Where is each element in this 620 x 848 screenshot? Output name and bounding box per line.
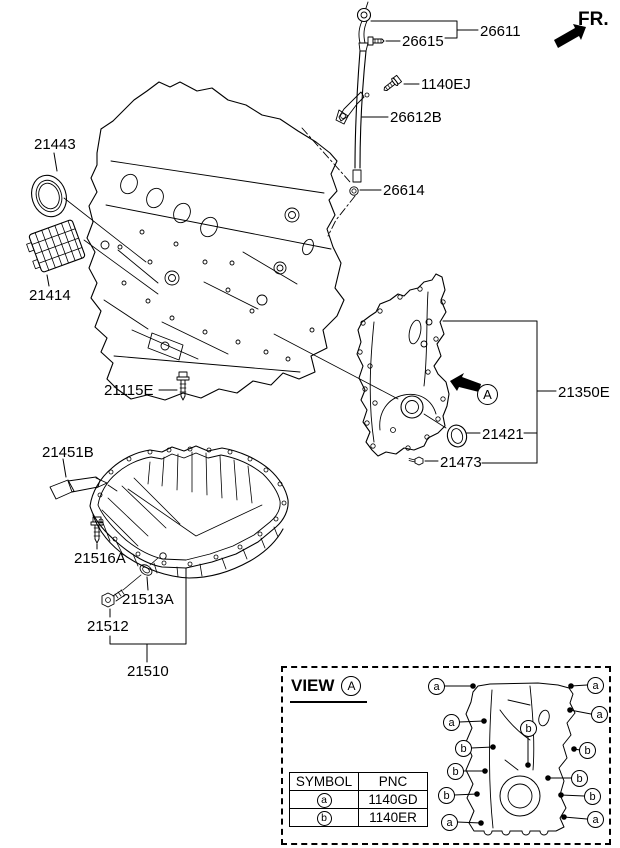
baffle-plate-drawing — [26, 219, 86, 273]
view-a-reference-badge: A — [477, 384, 498, 405]
engine-block-drawing — [86, 81, 345, 401]
callout-badge: a — [591, 706, 608, 723]
part-label-1140EJ: 1140EJ — [421, 76, 471, 93]
front-oil-seal-drawing — [446, 424, 468, 448]
view-title-text: VIEW — [291, 676, 335, 695]
callout-badge: b — [455, 740, 472, 757]
table-row: b 1140ER — [289, 808, 428, 827]
projection-lines — [63, 197, 447, 591]
symbol-cell: b — [289, 808, 359, 827]
callout-badge: b — [571, 770, 588, 787]
part-label-21473: 21473 — [440, 454, 482, 471]
callout-badge: b — [579, 742, 596, 759]
part-label-26615: 26615 — [402, 33, 444, 50]
symbol-b-badge: b — [316, 810, 332, 826]
part-label-21516A: 21516A — [74, 550, 126, 567]
part-label-26611: 26611 — [480, 23, 521, 40]
part-label-21414: 21414 — [29, 287, 71, 304]
bolt-26615 — [367, 36, 385, 46]
bolt-1140EJ — [383, 74, 403, 91]
view-a-arrow — [450, 373, 481, 392]
view-a-box — [281, 666, 611, 845]
callout-badge: b — [520, 720, 537, 737]
part-label-21443: 21443 — [34, 136, 76, 153]
leader-lines — [46, 20, 557, 663]
part-label-26614: 26614 — [383, 182, 425, 199]
view-title-underline — [290, 701, 367, 703]
symbol-pnc-table: SYMBOL PNC a 1140GD b 1140ER — [289, 772, 428, 827]
callout-badge: a — [441, 814, 458, 831]
part-label-21451B: 21451B — [42, 444, 94, 461]
oil-pan-drawing — [89, 445, 289, 579]
liquid-gasket-drawing — [49, 476, 108, 500]
part-label-21512: 21512 — [87, 618, 129, 635]
drain-plug-21512 — [101, 589, 126, 608]
pnc-column-header: PNC — [358, 772, 428, 791]
timing-cover-drawing — [356, 273, 450, 457]
view-a-title: VIEW A — [291, 676, 362, 696]
symbol-a-badge: a — [316, 792, 332, 808]
pnc-cell: 1140ER — [358, 808, 428, 827]
part-label-21350E: 21350E — [558, 384, 610, 401]
view-a-fastener-dots — [470, 683, 577, 826]
center-axis-lines — [301, 127, 356, 237]
pnc-cell: 1140GD — [358, 790, 428, 809]
callout-badge: b — [438, 787, 455, 804]
bolt-21473 — [408, 456, 424, 466]
symbol-column-header: SYMBOL — [289, 772, 359, 791]
part-label-21513A: 21513A — [122, 591, 174, 608]
part-label-26612B: 26612B — [390, 109, 442, 126]
callout-badge: a — [587, 677, 604, 694]
symbol-cell: a — [289, 790, 359, 809]
bolt-21115E — [176, 371, 190, 401]
callout-badge: b — [447, 763, 464, 780]
o-ring-26614 — [349, 186, 359, 196]
callout-badge: a — [443, 714, 460, 731]
callout-badge: a — [587, 811, 604, 828]
oil-dipstick-drawing — [335, 1, 372, 196]
crankshaft-seal-drawing — [31, 174, 67, 218]
callout-badge: a — [428, 678, 445, 695]
table-row: a 1140GD — [289, 790, 428, 809]
fr-direction-label: FR. — [578, 9, 609, 30]
part-label-21115E: 21115E — [104, 382, 154, 399]
part-label-21510: 21510 — [127, 663, 169, 680]
callout-badge: b — [584, 788, 601, 805]
view-title-ref-badge: A — [341, 676, 362, 696]
fr-arrow — [554, 24, 586, 48]
part-label-21421: 21421 — [482, 426, 524, 443]
view-a-callout-leaders — [443, 684, 592, 824]
